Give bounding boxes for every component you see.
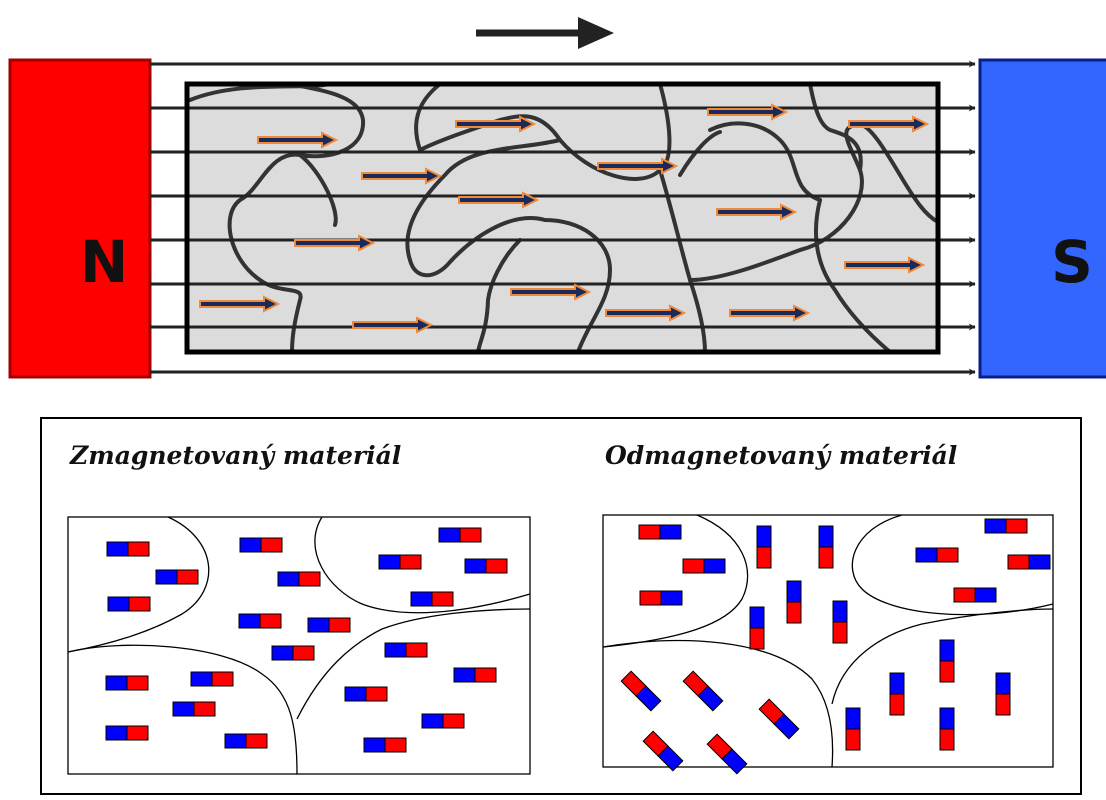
- domain-arrow: [848, 115, 930, 133]
- dipole-magnet: [995, 672, 1011, 716]
- domain-arrow: [361, 167, 443, 185]
- south-pole: [978, 58, 1106, 379]
- dipole-magnet: [277, 571, 321, 587]
- dipole-magnet: [238, 613, 282, 629]
- dipole-magnet: [1007, 554, 1051, 570]
- demagnetized-domain-walls: [602, 514, 1054, 768]
- material-block: [187, 84, 938, 352]
- dipole-magnet: [642, 730, 684, 772]
- domain-walls: [188, 82, 940, 354]
- dipole-magnet: [172, 701, 216, 717]
- comparison-panel: Zmagnetovaný materiál Odmagnetovaný mate…: [40, 417, 1082, 795]
- magnetized-dipoles: [105, 527, 508, 753]
- domain-arrow: [597, 157, 679, 175]
- dipole-magnet: [239, 537, 283, 553]
- domain-arrow: [707, 103, 789, 121]
- magnetized-title: Zmagnetovaný materiál: [70, 441, 402, 470]
- dipole-magnet: [786, 580, 802, 624]
- dipole-magnet: [682, 670, 724, 712]
- dipole-magnet: [639, 590, 683, 606]
- domain-arrow: [605, 304, 687, 322]
- material-outline: [184, 81, 941, 355]
- north-pole: [8, 58, 152, 379]
- dipole-magnet: [915, 547, 959, 563]
- comparison-drawing: [67, 514, 1054, 775]
- domain-arrow: [352, 316, 434, 334]
- dipole-magnet: [384, 642, 428, 658]
- domain-arrow: [716, 203, 798, 221]
- magnetized-domain-walls: [67, 516, 531, 775]
- dipole-magnet: [410, 591, 454, 607]
- dipole-magnet: [155, 569, 199, 585]
- dipole-magnet: [845, 707, 861, 751]
- demagnetized-title: Odmagnetovaný materiál: [605, 441, 958, 470]
- dipole-magnet: [378, 554, 422, 570]
- dipole-magnet: [307, 617, 351, 633]
- domain-arrow: [455, 115, 537, 133]
- dipole-magnet: [421, 713, 465, 729]
- dipole-magnet: [106, 541, 150, 557]
- dipole-magnet: [363, 737, 407, 753]
- demagnetized-dipoles: [620, 518, 1051, 775]
- domain-arrow: [199, 295, 281, 313]
- dipole-magnet: [271, 645, 315, 661]
- domain-arrow: [844, 256, 926, 274]
- dipole-magnet: [832, 600, 848, 644]
- dipole-magnet: [344, 686, 388, 702]
- dipole-magnet: [190, 671, 234, 687]
- dipole-magnet: [749, 606, 765, 650]
- dipole-magnet: [984, 518, 1028, 534]
- dipole-magnet: [682, 558, 726, 574]
- dipole-magnet: [620, 670, 662, 712]
- dipole-magnet: [758, 698, 800, 740]
- dipole-magnet: [453, 667, 497, 683]
- domain-arrows: [199, 103, 930, 334]
- dipole-magnet: [638, 524, 682, 540]
- north-label: N: [80, 228, 129, 296]
- dipole-magnet: [105, 675, 149, 691]
- dipole-magnet: [818, 525, 834, 569]
- dipole-magnet: [438, 527, 482, 543]
- dipole-magnet: [224, 733, 268, 749]
- dipole-magnet: [756, 525, 772, 569]
- dipole-magnet: [464, 558, 508, 574]
- dipole-magnet: [889, 672, 905, 716]
- magnetization-diagram: N S: [8, 17, 1106, 379]
- dipole-magnet: [953, 587, 997, 603]
- south-label: S: [1051, 228, 1093, 296]
- field-lines: [150, 60, 976, 376]
- domain-arrow: [510, 283, 592, 301]
- domain-arrow: [294, 234, 376, 252]
- dipole-magnet: [939, 639, 955, 683]
- domain-arrow: [729, 304, 811, 322]
- domain-arrow: [458, 191, 540, 209]
- dipole-magnet: [706, 733, 748, 775]
- dipole-magnet: [107, 596, 151, 612]
- dipole-magnet: [105, 725, 149, 741]
- dipole-magnet: [939, 707, 955, 751]
- domain-arrow: [257, 131, 339, 149]
- field-direction-arrow: [476, 17, 614, 49]
